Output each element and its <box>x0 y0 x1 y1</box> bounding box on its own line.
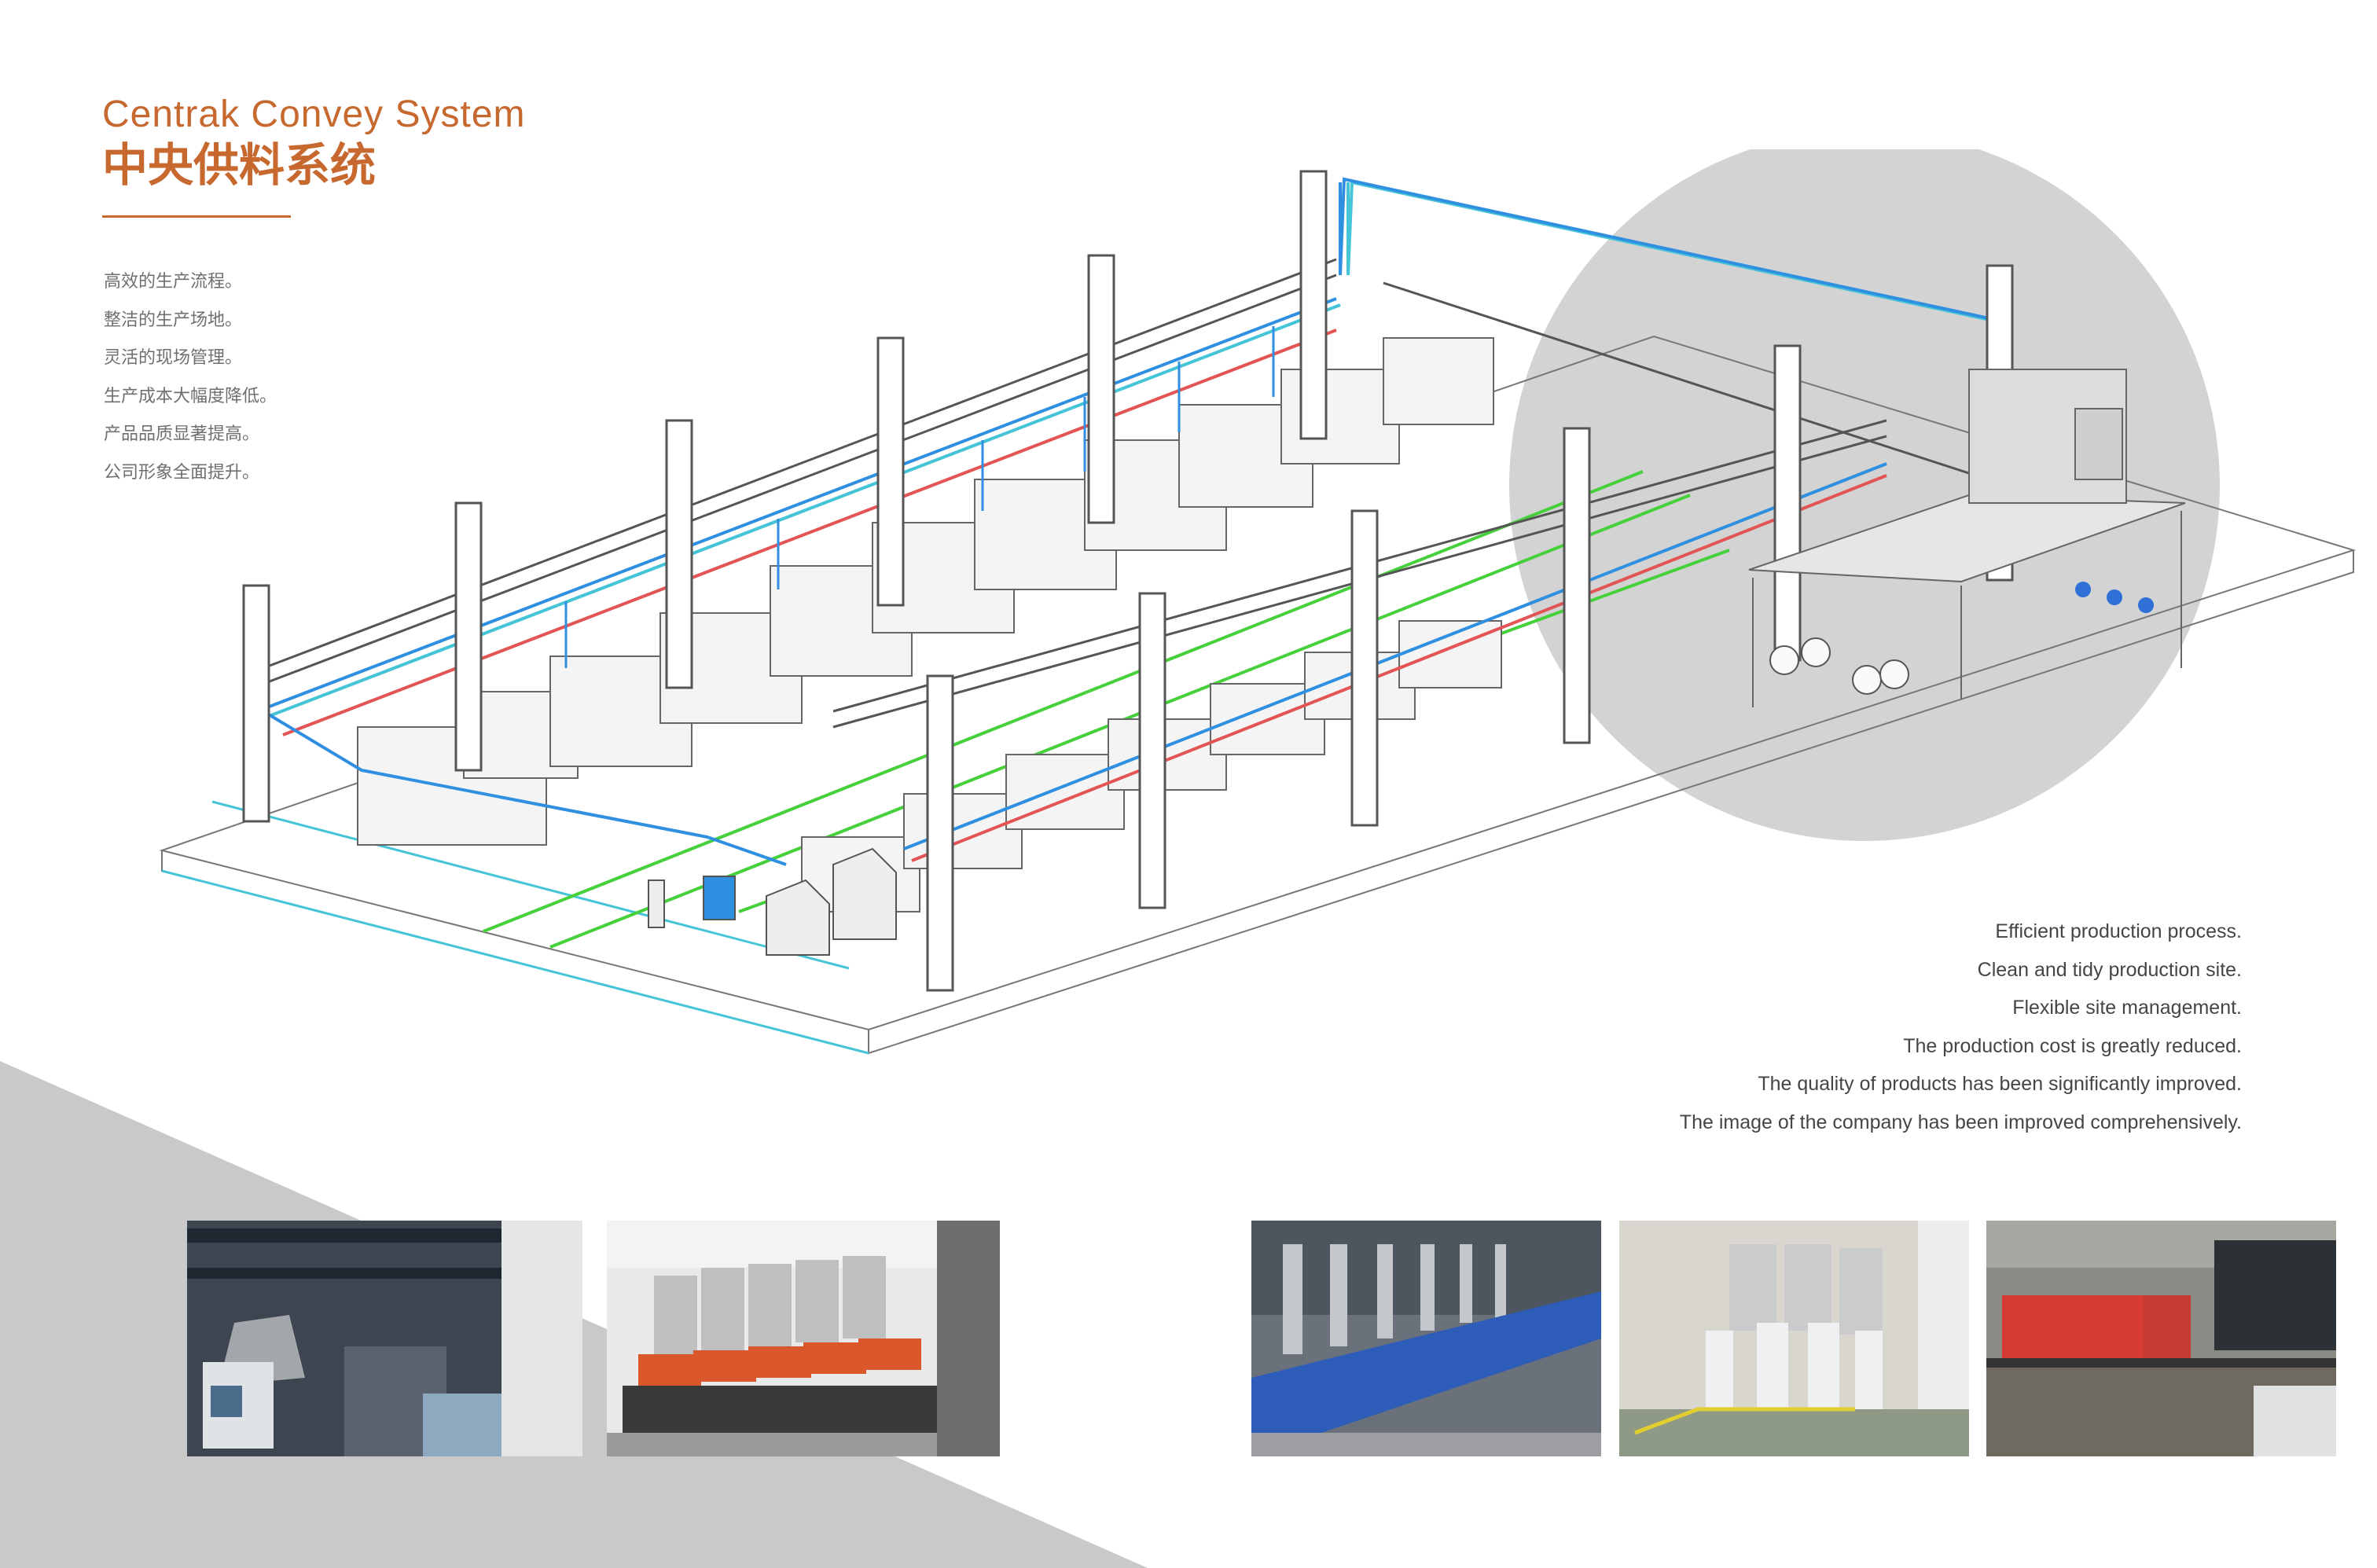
feature-zh-item: 公司形象全面提升。 <box>104 462 260 483</box>
photo-dryer-hoppers <box>607 1221 1000 1456</box>
photo-dryer-room <box>1619 1221 1969 1456</box>
feature-zh-item: 整洁的生产场地。 <box>104 310 243 330</box>
feature-zh-item: 生产成本大幅度降低。 <box>104 386 277 406</box>
feature-en-item: The quality of products has been signifi… <box>1758 1073 2242 1095</box>
feature-en-item: The image of the company has been improv… <box>1679 1111 2242 1133</box>
photo-vacuum-station <box>1986 1221 2336 1456</box>
vacuum-station-platform <box>1748 369 2186 707</box>
title-english: Centrak Convey System <box>102 94 526 135</box>
feature-list-english: Efficient production process. Clean and … <box>1680 920 2242 1148</box>
feature-zh-item: 灵活的现场管理。 <box>104 348 243 368</box>
feature-en-item: Clean and tidy production site. <box>1977 958 2242 981</box>
central-conveying-plant-diagram <box>159 149 2357 1055</box>
photo-machine-line <box>1251 1221 1601 1456</box>
photo-loader-station <box>187 1221 582 1456</box>
feature-en-item: The production cost is greatly reduced. <box>1903 1034 2242 1057</box>
overhead-truss <box>263 258 2013 729</box>
floor-cyan-lines <box>161 800 869 1055</box>
title-underline <box>102 215 291 218</box>
feature-en-item: Flexible site management. <box>2012 997 2242 1019</box>
title-chinese: 中央供料系统 <box>102 138 377 192</box>
feature-en-item: Efficient production process. <box>1995 920 2242 942</box>
header: Centrak Convey System 中央供料系统 <box>102 93 526 218</box>
magnifier-circle <box>1509 149 2220 841</box>
feature-zh-item: 高效的生产流程。 <box>104 272 243 292</box>
central-feeding-station <box>648 847 897 956</box>
feature-list-chinese: 高效的生产流程。 整洁的生产场地。 灵活的现场管理。 生产成本大幅度降低。 产品… <box>104 270 277 499</box>
blue-motors <box>2075 582 2154 613</box>
vacuum-pumps <box>1769 637 1909 695</box>
feature-zh-item: 产品品质显著提高。 <box>104 424 260 444</box>
